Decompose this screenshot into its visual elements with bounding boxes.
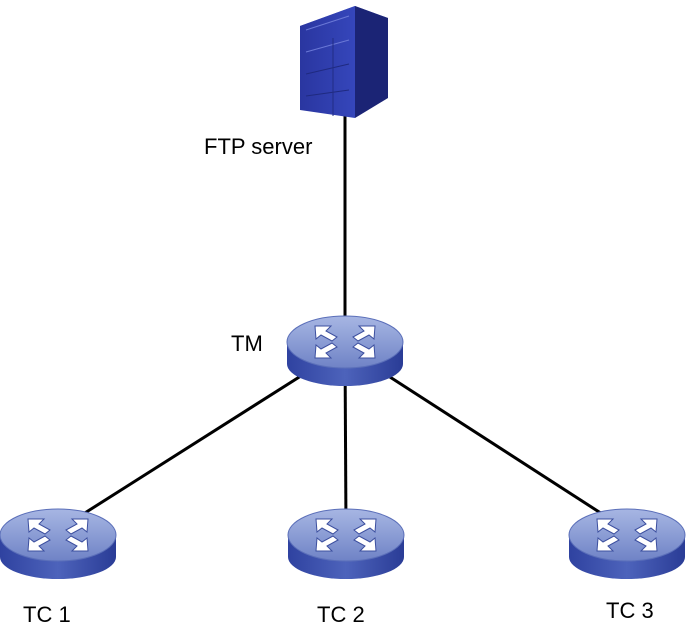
switch-icon-tc2 [287,508,405,580]
tc1-label: TC 1 [23,602,71,627]
link-tm-tc3 [344,346,628,532]
server-icon [300,6,388,118]
server-label: FTP server [204,134,313,159]
tc2-label: TC 2 [317,602,365,627]
switch-icon-tc3 [568,508,686,580]
switch-icon-tm [286,315,404,387]
tm-label: TM [231,331,263,356]
link-tm-tc1 [57,346,346,532]
switch-icon-tc1 [0,508,117,580]
tc3-label: TC 3 [606,598,654,623]
